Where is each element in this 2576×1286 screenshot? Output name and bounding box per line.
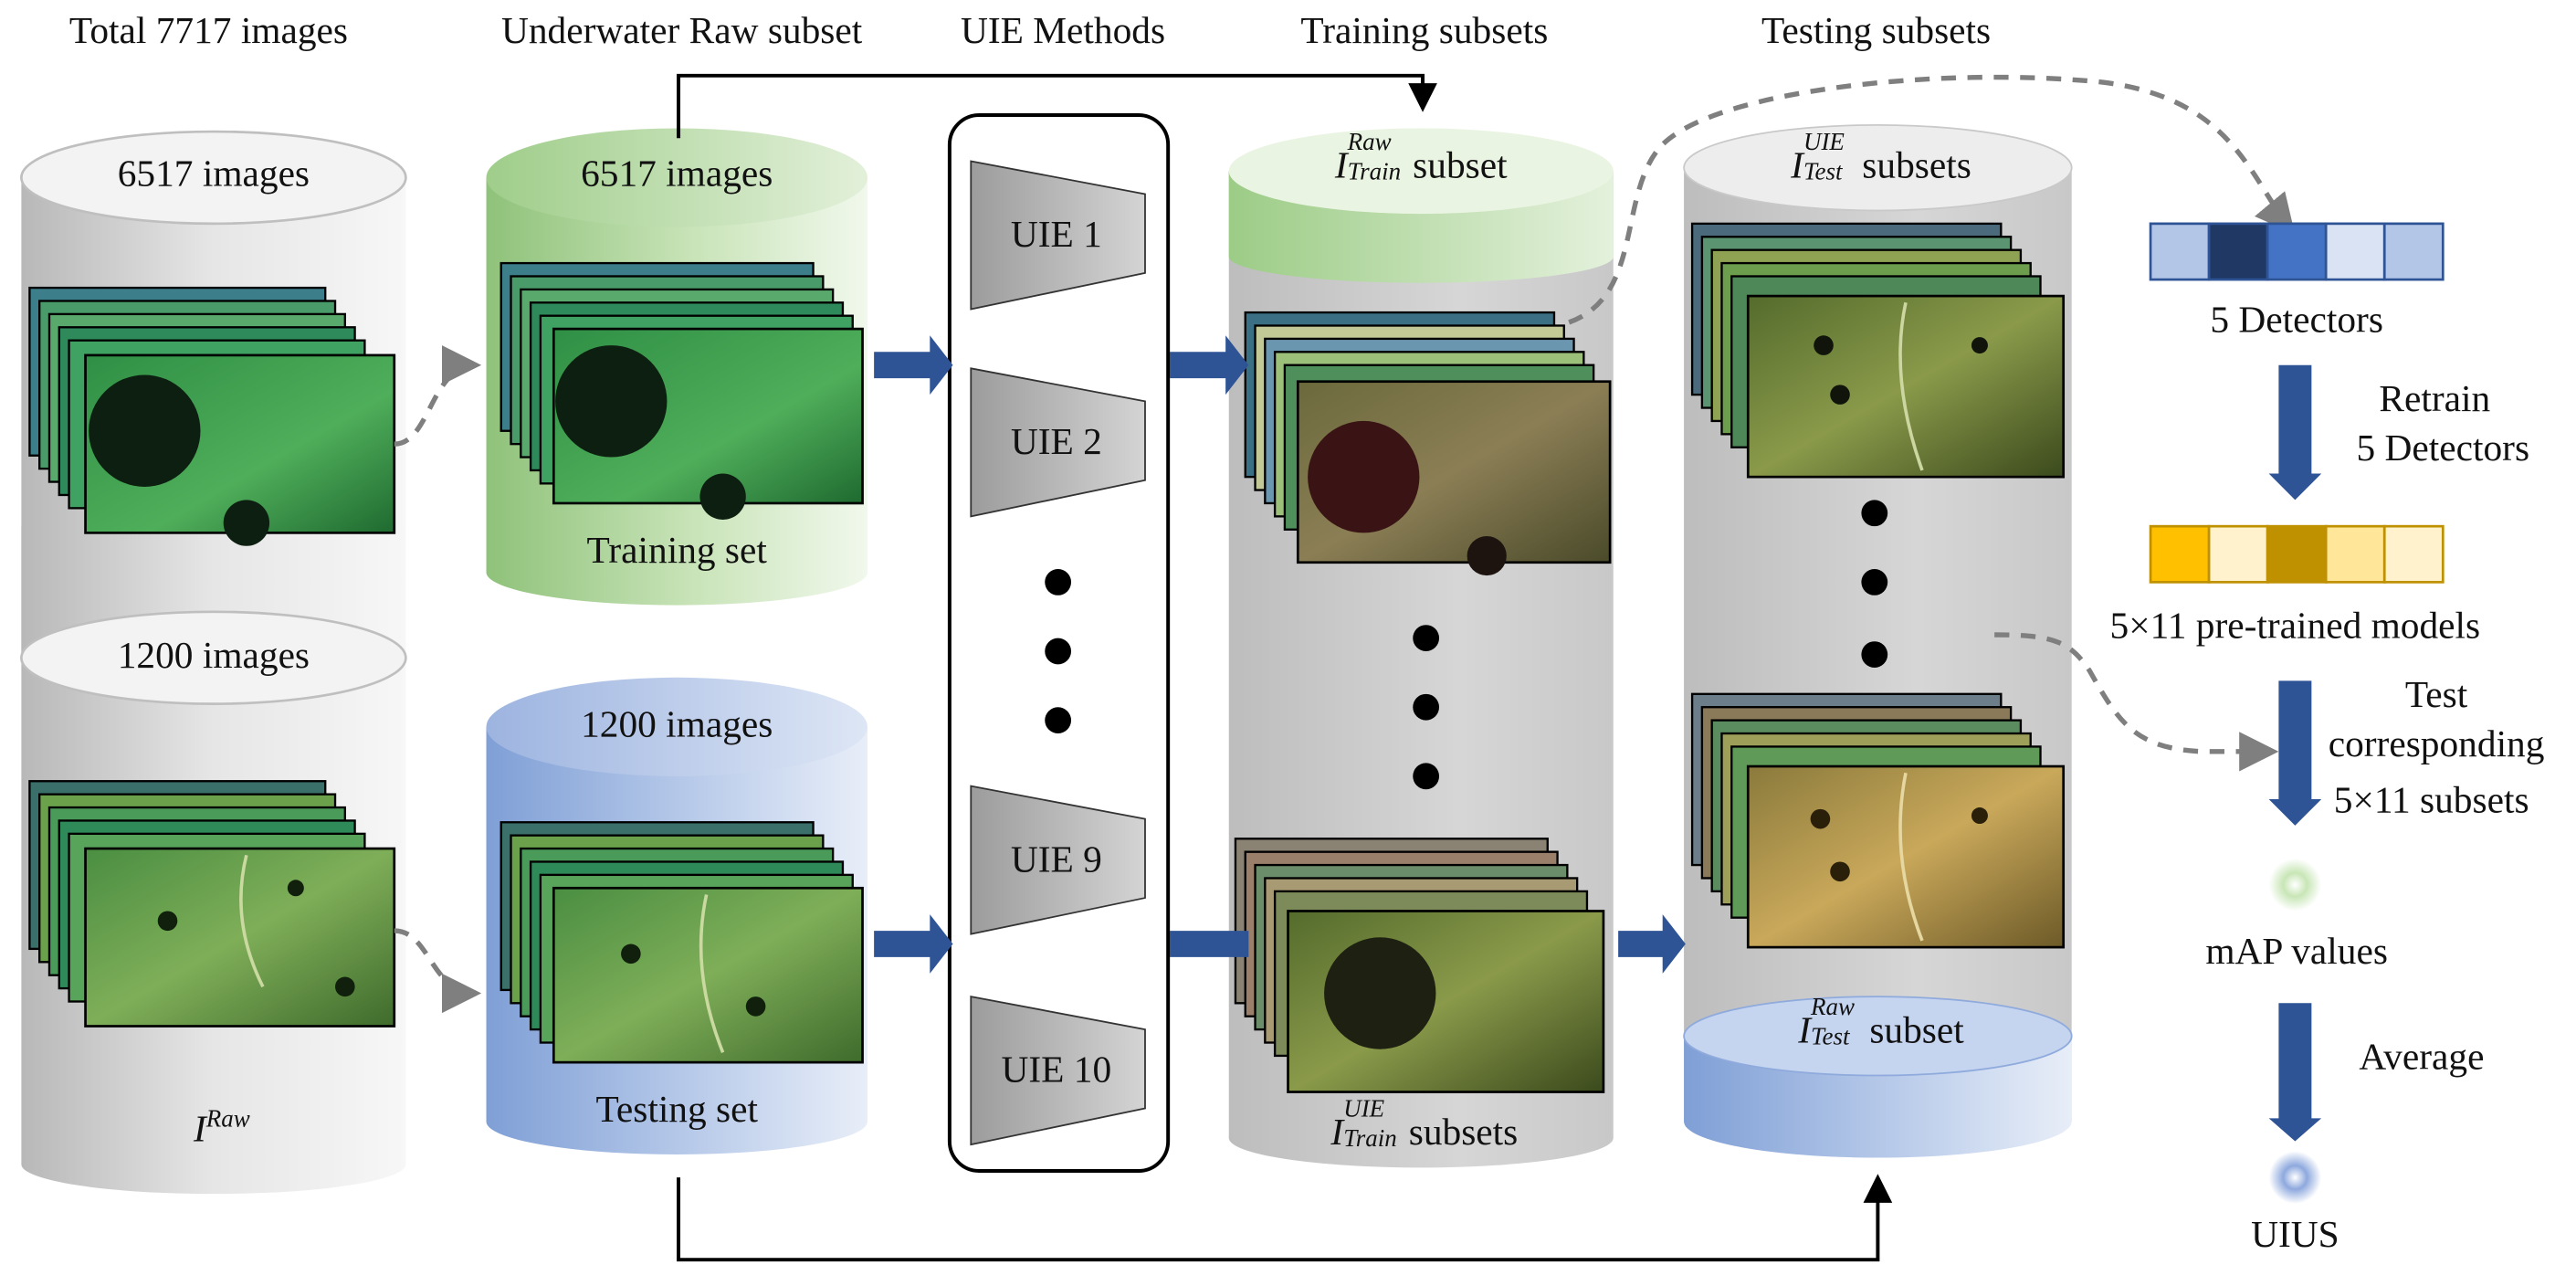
raw-train-image-stack: [28, 286, 396, 546]
flow-arrows-blue: [874, 335, 1686, 974]
testing-set-label: Testing set: [595, 1088, 759, 1130]
model-cell-3: [2266, 524, 2328, 584]
test-raw-sup: Raw: [1810, 994, 1855, 1021]
retrain-label-2: 5 Detectors: [2356, 427, 2530, 469]
retrain-label-1: Retrain: [2379, 378, 2491, 420]
pipeline-arrows: [2268, 364, 2322, 1142]
model-cell-1: [2149, 524, 2211, 584]
ellipsis-dots-test: [1861, 500, 1888, 669]
uie-train-image-stack-bottom: [1234, 838, 1605, 1093]
header-testing-subsets: Testing subsets: [1761, 9, 1992, 51]
raw-symbol: I: [193, 1108, 206, 1150]
detector-cell-5: [2382, 222, 2445, 281]
detectors-label: 5 Detectors: [2210, 299, 2383, 341]
pretrained-label: 5×11 pre-trained models: [2109, 605, 2481, 647]
model-cell-4: [2324, 524, 2386, 584]
test-label-3: 5×11 subsets: [2333, 779, 2529, 821]
uius-label: UIUS: [2251, 1213, 2339, 1255]
train-uie-symbol: I: [1330, 1112, 1344, 1154]
average-label: Average: [2359, 1036, 2485, 1078]
map-values-label: mAP values: [2205, 931, 2388, 973]
test-uie-scripts: UIE Test: [1803, 130, 1853, 185]
training-set-image-stack: [499, 261, 864, 520]
header-training-subsets: Training subsets: [1300, 9, 1549, 51]
test-label-1: Test: [2404, 674, 2468, 716]
testing-set-count: 1200 images: [581, 703, 773, 745]
detector-cell-2: [2207, 222, 2269, 281]
uie-label-10: UIE 10: [1001, 1049, 1112, 1091]
training-set-count: 6517 images: [581, 153, 773, 195]
header-uie-methods: UIE Methods: [960, 9, 1166, 51]
test-uie-sub: Test: [1803, 159, 1843, 185]
total-top-count: 6517 images: [117, 153, 310, 195]
train-raw-sup: Raw: [1347, 129, 1392, 156]
model-cell-2: [2207, 524, 2269, 584]
detector-cell-3: [2266, 222, 2328, 281]
train-uie-sup: UIE: [1343, 1096, 1385, 1123]
uie-train-image-stack-top: [1244, 311, 1612, 576]
uie-label-9: UIE 9: [1010, 838, 1102, 880]
header-raw-subset: Underwater Raw subset: [500, 9, 863, 51]
detector-bar: [2149, 222, 2445, 281]
train-uie-suffix: subsets: [1399, 1112, 1519, 1154]
raw-test-image-stack: [28, 780, 396, 1028]
header-total: Total 7717 images: [68, 9, 349, 51]
ellipsis-dots-train: [1413, 625, 1440, 790]
train-raw-symbol: I: [1334, 144, 1348, 186]
test-raw-suffix: subset: [1859, 1009, 1964, 1051]
raw-symbol-label: IRaw: [164, 1106, 279, 1152]
detector-cell-1: [2149, 222, 2211, 281]
uie-label-2: UIE 2: [1010, 420, 1102, 462]
testing-set-image-stack: [499, 821, 864, 1064]
train-raw-suffix: subset: [1403, 144, 1508, 186]
test-uie-suffix: subsets: [1852, 144, 1971, 186]
uie-label-1: UIE 1: [1010, 214, 1102, 256]
model-bar: [2149, 524, 2445, 584]
model-cell-5: [2382, 524, 2445, 584]
raw-sup: Raw: [205, 1106, 250, 1133]
total-bottom-count: 1200 images: [117, 634, 310, 677]
test-raw-symbol: I: [1798, 1009, 1811, 1051]
test-uie-sup: UIE: [1803, 129, 1845, 156]
test-uie-symbol: I: [1791, 144, 1803, 186]
uie-test-image-stack-bottom: [1690, 692, 2066, 949]
dashed-connectors: [394, 74, 2296, 1014]
train-uie-sub: Train: [1343, 1125, 1397, 1153]
uius-glow-icon: [2268, 1151, 2322, 1204]
uie-test-image-stack-top: [1690, 222, 2066, 479]
map-glow-icon: [2268, 858, 2322, 912]
training-set-label: Training set: [586, 529, 767, 571]
test-label-2: corresponding: [2328, 723, 2545, 765]
uie-methods-box: [947, 113, 1171, 1173]
black-connectors: [677, 73, 1893, 1262]
test-raw-sub: Test: [1810, 1024, 1850, 1051]
train-raw-sub: Train: [1347, 159, 1402, 185]
detector-cell-4: [2324, 222, 2386, 281]
